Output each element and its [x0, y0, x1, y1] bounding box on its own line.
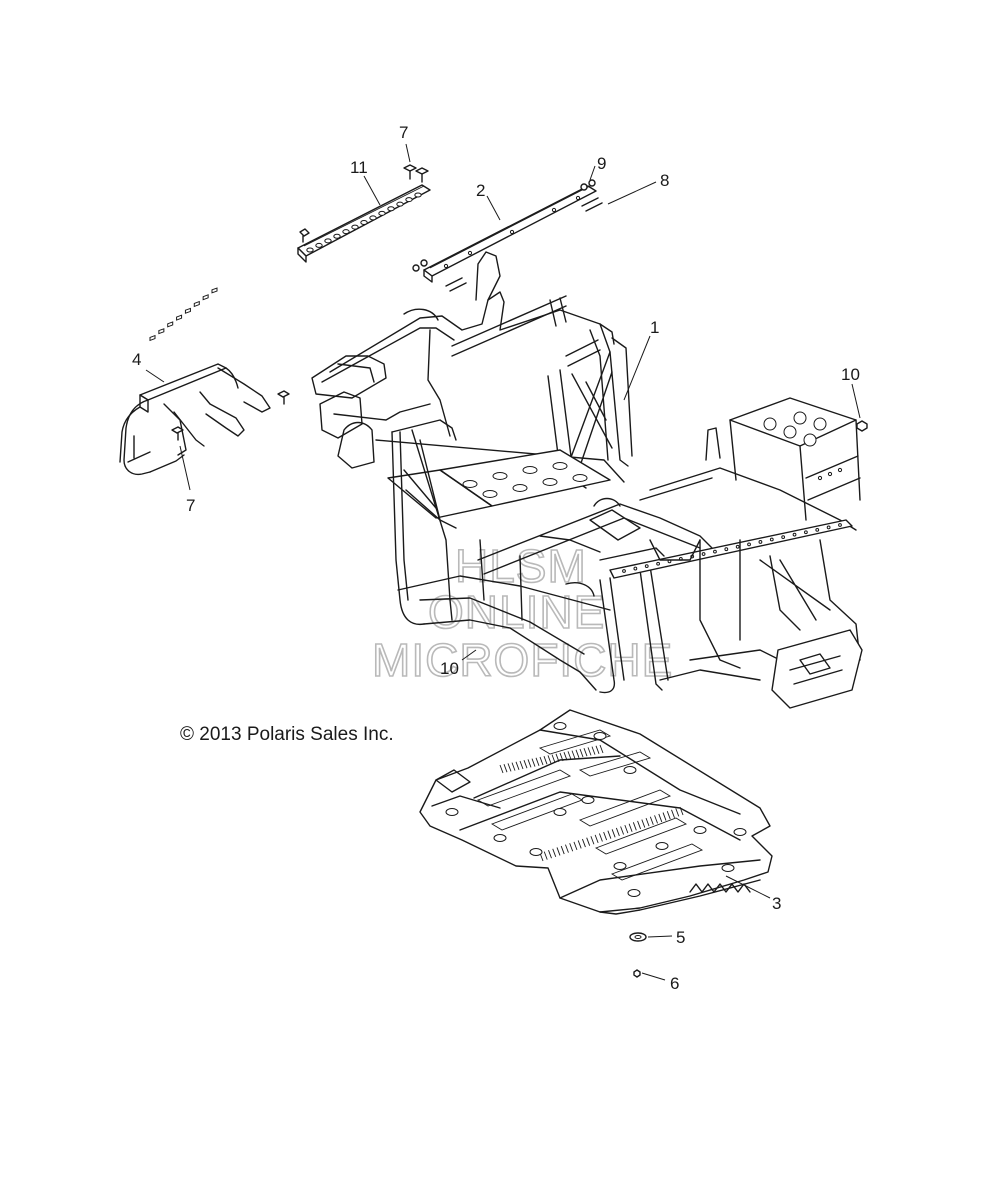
callout-11: 11: [350, 158, 368, 177]
callout-10-center: 10: [440, 659, 459, 678]
part-6-screw[interactable]: [633, 969, 641, 978]
part-4-bumper[interactable]: [119, 287, 271, 476]
watermark-line-2: ONLINE: [428, 586, 605, 638]
part-8-pins[interactable]: [445, 197, 603, 292]
leader-lines: [145, 143, 861, 981]
callout-8: 8: [660, 171, 669, 190]
part-11-rail[interactable]: [297, 184, 431, 263]
part-3-skid-plate[interactable]: [419, 709, 773, 915]
watermark-line-3: MICROFICHE: [372, 634, 673, 686]
callout-3: 3: [772, 894, 781, 913]
part-7-bolts-bumper[interactable]: [171, 390, 290, 441]
part-7-bolts-top[interactable]: [403, 164, 429, 183]
part-5-washer[interactable]: [629, 932, 647, 942]
callout-1: 1: [650, 318, 659, 337]
part-2-rail[interactable]: [423, 185, 597, 283]
copyright-notice: © 2013 Polaris Sales Inc.: [180, 724, 394, 745]
callout-10-right: 10: [841, 365, 860, 384]
callout-9: 9: [597, 154, 606, 173]
callout-5: 5: [676, 928, 685, 947]
callout-2: 2: [476, 181, 485, 200]
part-1-frame[interactable]: [311, 251, 863, 709]
callout-6: 6: [670, 974, 679, 993]
callout-7-bumper: 7: [186, 496, 195, 515]
callout-4: 4: [132, 350, 141, 369]
part-10-screw-right[interactable]: [856, 420, 868, 432]
part-9-nuts[interactable]: [412, 179, 596, 272]
callout-labels: 1 2 3 4 5 6 7 7 8 9 10 10 11: [132, 123, 860, 993]
watermark: HLSM ONLINE MICROFICHE: [371, 539, 673, 687]
callout-7-top: 7: [399, 123, 408, 142]
